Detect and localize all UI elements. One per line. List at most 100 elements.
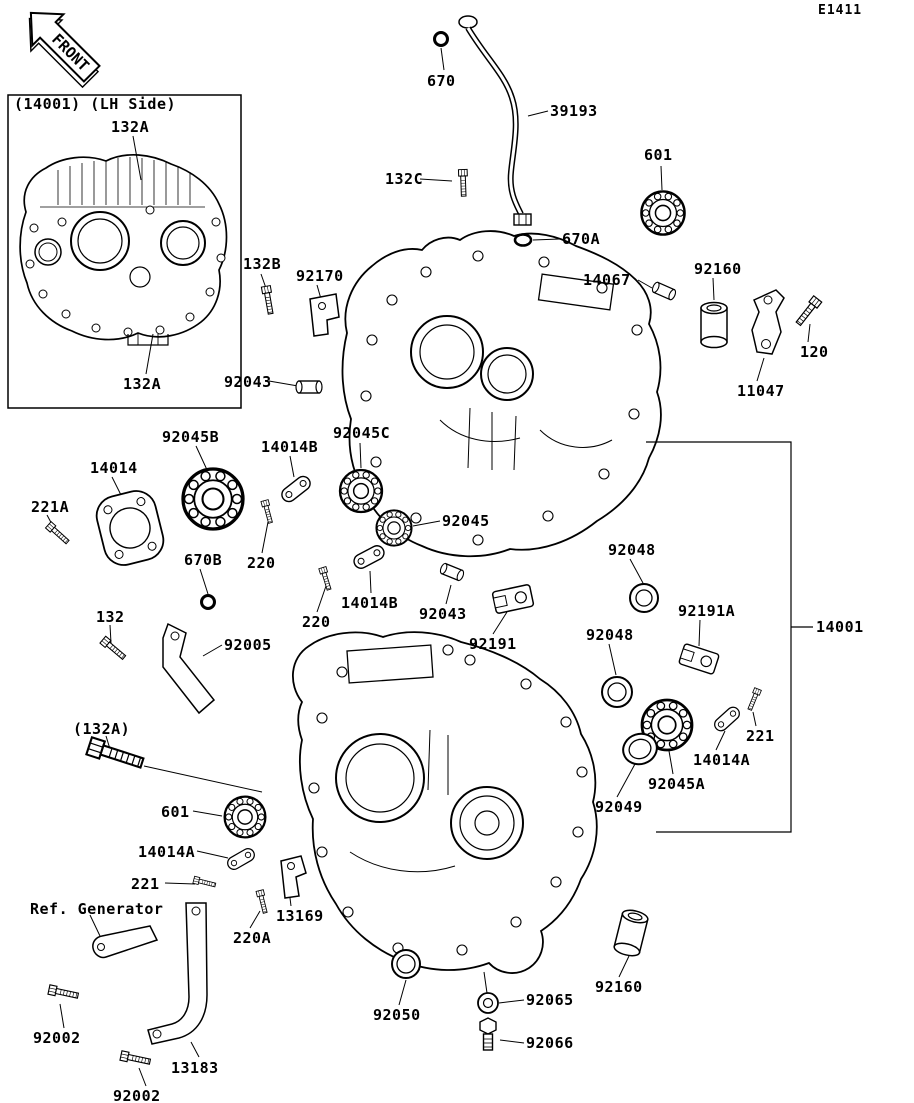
pin-92043-top bbox=[295, 380, 323, 394]
bolt-92002-bottom bbox=[119, 1050, 152, 1067]
collar-92048-top bbox=[629, 583, 659, 613]
part-label-92170: 92170 bbox=[296, 267, 344, 285]
pin-92043-mid bbox=[438, 561, 466, 583]
part-label-92191a: 92191A bbox=[678, 602, 736, 620]
bolt-120 bbox=[793, 295, 823, 328]
o-ring-670a bbox=[513, 233, 533, 247]
part-label-13169: 13169 bbox=[276, 907, 324, 925]
part-label-221-right: 221 bbox=[746, 727, 775, 745]
bolt-221a bbox=[45, 521, 71, 546]
crankcase-lower-half bbox=[292, 631, 598, 974]
part-label-132a-inset-top: 132A bbox=[111, 118, 150, 136]
part-label-132: 132 bbox=[96, 608, 125, 626]
part-label-92045b: 92045B bbox=[162, 428, 220, 446]
part-label-92045a: 92045A bbox=[648, 775, 706, 793]
washer-92065 bbox=[477, 992, 499, 1014]
part-label-92002-bottom: 92002 bbox=[113, 1087, 161, 1103]
part-label-11047: 11047 bbox=[737, 382, 785, 400]
bearing-601-bottom bbox=[223, 795, 267, 839]
bracket-13183 bbox=[147, 902, 208, 1045]
bearing-601-top bbox=[640, 190, 686, 236]
part-label-132a-inset-bottom: 132A bbox=[123, 375, 162, 393]
bearing-92045 bbox=[375, 509, 413, 547]
part-label-220-left: 220 bbox=[247, 554, 276, 572]
bracket-13169 bbox=[280, 855, 307, 899]
ref-generator-note: Ref. Generator bbox=[30, 900, 164, 918]
seal-92049 bbox=[622, 732, 658, 766]
part-label-601-bottom: 601 bbox=[161, 803, 190, 821]
plate-14014a-left bbox=[224, 845, 258, 873]
part-label-221a: 221A bbox=[31, 498, 70, 516]
part-label-132b: 132B bbox=[243, 255, 282, 273]
part-label-221-left: 221 bbox=[131, 875, 160, 893]
inset-caption: (14001) (LH Side) bbox=[14, 95, 177, 113]
part-label-14014b-mid: 14014B bbox=[341, 594, 399, 612]
part-label-39193: 39193 bbox=[550, 102, 598, 120]
o-ring-670b bbox=[200, 594, 216, 610]
oil-pipe-39193 bbox=[458, 15, 532, 226]
bolt-132b bbox=[260, 285, 276, 315]
part-label-670a: 670A bbox=[562, 230, 601, 248]
part-label-92043-top: 92043 bbox=[224, 373, 272, 391]
part-label-14067: 14067 bbox=[583, 271, 631, 289]
part-label-92066: 92066 bbox=[526, 1034, 574, 1052]
gasket-14014 bbox=[95, 490, 165, 566]
part-label-132a-paren: (132A) bbox=[73, 720, 131, 738]
plate-14014b-top bbox=[278, 472, 314, 506]
bolt-132c bbox=[457, 168, 469, 197]
o-ring-670 bbox=[433, 31, 449, 47]
screw-220-left bbox=[260, 499, 275, 525]
part-label-14001: 14001 bbox=[816, 618, 864, 636]
part-label-14014a-right: 14014A bbox=[693, 751, 751, 769]
plug-14067 bbox=[650, 280, 678, 302]
plate-14014a-right bbox=[711, 704, 743, 734]
part-label-92045c: 92045C bbox=[333, 424, 391, 442]
diagram-code: E1411 bbox=[818, 3, 863, 18]
part-label-92043-mid: 92043 bbox=[419, 605, 467, 623]
part-label-92050: 92050 bbox=[373, 1006, 421, 1024]
bracket-92170 bbox=[309, 293, 340, 337]
part-label-92002-top: 92002 bbox=[33, 1029, 81, 1047]
screw-221-left bbox=[192, 875, 217, 889]
fitting-92191 bbox=[491, 584, 535, 614]
bearing-92045c bbox=[338, 468, 384, 514]
part-label-120: 120 bbox=[800, 343, 829, 361]
part-label-92191: 92191 bbox=[469, 635, 517, 653]
part-label-92049: 92049 bbox=[595, 798, 643, 816]
fitting-92191a bbox=[678, 643, 720, 675]
part-label-132c: 132C bbox=[385, 170, 424, 188]
inset-lh-side bbox=[7, 94, 242, 409]
part-label-92048-mid: 92048 bbox=[586, 626, 634, 644]
plate-14014b-mid bbox=[350, 542, 388, 572]
bracket-11047 bbox=[751, 289, 785, 355]
part-label-14014: 14014 bbox=[90, 459, 138, 477]
bracket-14001-lines bbox=[646, 441, 813, 833]
bolt-92066 bbox=[479, 1017, 497, 1051]
crankcase-upper-half bbox=[341, 230, 662, 558]
bracket-92005 bbox=[162, 622, 216, 715]
generator-bracket bbox=[92, 925, 159, 959]
part-label-13183: 13183 bbox=[171, 1059, 219, 1077]
part-label-92160-bottom: 92160 bbox=[595, 978, 643, 996]
part-label-220a: 220A bbox=[233, 929, 272, 947]
bushing-92160-top bbox=[700, 301, 728, 349]
bushing-92160-bottom bbox=[612, 907, 650, 959]
part-label-92065: 92065 bbox=[526, 991, 574, 1009]
part-label-14014b-top: 14014B bbox=[261, 438, 319, 456]
front-arrow: FRONT bbox=[28, 11, 101, 89]
collar-92048-mid bbox=[601, 676, 633, 708]
part-label-14014a-left: 14014A bbox=[138, 843, 196, 861]
inset-box bbox=[7, 94, 242, 409]
part-label-92005: 92005 bbox=[224, 636, 272, 654]
bolt-132a-paren bbox=[85, 736, 146, 773]
part-label-92045: 92045 bbox=[442, 512, 490, 530]
part-label-670b: 670B bbox=[184, 551, 223, 569]
screw-220a bbox=[255, 889, 270, 915]
seal-92050 bbox=[391, 949, 421, 979]
part-label-92160-top: 92160 bbox=[694, 260, 742, 278]
part-label-601-top: 601 bbox=[644, 146, 673, 164]
part-label-92048-top: 92048 bbox=[608, 541, 656, 559]
part-label-220-mid: 220 bbox=[302, 613, 331, 631]
